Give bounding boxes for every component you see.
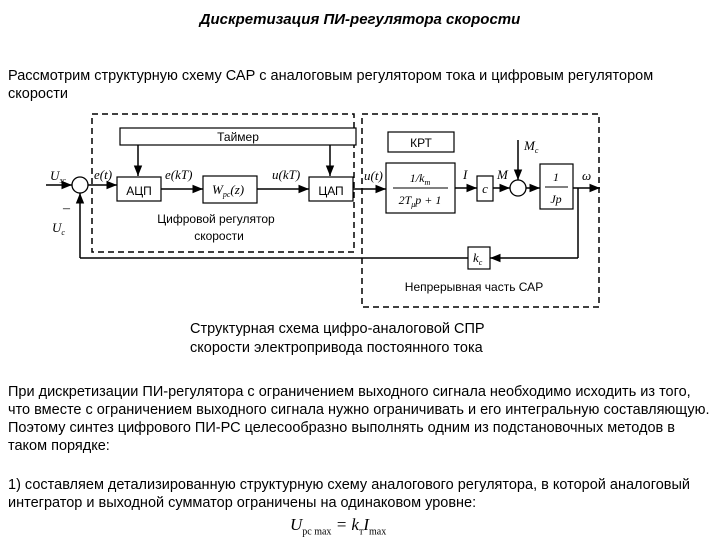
summing-junction-2 [509,179,527,197]
Mc-label: Mc [523,138,539,155]
e-kT-label: e(kT) [165,167,192,182]
body-paragraph-3: 1) составляем детализированную структурн… [8,477,690,511]
formula-lhs: U [290,515,303,534]
kc-label: kc [473,250,483,267]
adc-label: АЦП [126,184,152,198]
dac-block [308,176,354,202]
u-t-label: u(t) [364,168,383,183]
omega-label: ω [582,168,591,183]
formula-k-sub: т [358,526,364,538]
timer-label: Таймер [217,130,259,144]
body-paragraph-2: При дискретизации ПИ-регулятора с ограни… [8,384,710,454]
tf-numerator: 1/kт [410,171,431,187]
digital-regulator-label-2: скорости [194,229,244,243]
krt-block [387,131,455,153]
formula-rhs-sub: max [369,526,387,538]
caption-line-1: Структурная схема цифро-аналоговой СПР [190,321,485,337]
M-label: M [496,167,509,182]
caption-line-2: скорости электропривода постоянного тока [190,340,483,356]
formula-eq: = k [331,515,359,534]
digital-region [91,113,355,253]
intro-paragraph: Рассмотрим структурную схему САР с анало… [8,68,654,102]
dac-label: ЦАП [318,184,343,198]
c-label: c [482,181,488,196]
e-t-label: e(t) [94,167,112,182]
inertia-denominator: Jp [550,192,561,206]
inertia-numerator: 1 [553,170,559,184]
krt-label: КРТ [410,136,432,150]
formula-lhs-sub: рс max [302,526,332,538]
I-label: I [462,167,468,182]
formula-rhs: I [363,515,370,534]
timer-block [119,127,357,146]
digital-regulator-label-1: Цифровой регулятор [157,212,275,226]
feedback-u-label: Uc [52,220,65,237]
diagram-caption: Структурная схема цифро-аналоговой СПР с… [190,320,530,358]
wrc-label: Wрс(z) [212,182,244,199]
limit-formula: Uрс max = kтImax [290,515,386,537]
continuous-region [361,113,600,308]
summing-junction-1 [71,176,89,194]
u-kT-label: u(kT) [272,167,300,182]
minus-sign: – [62,201,71,216]
input-u-label: Uзс [50,168,66,185]
continuous-part-label: Непрерывная часть САР [405,280,543,294]
page-title: Дискретизация ПИ-регулятора скорости [199,11,521,28]
tf-denominator: 2Tμp + 1 [399,193,442,209]
